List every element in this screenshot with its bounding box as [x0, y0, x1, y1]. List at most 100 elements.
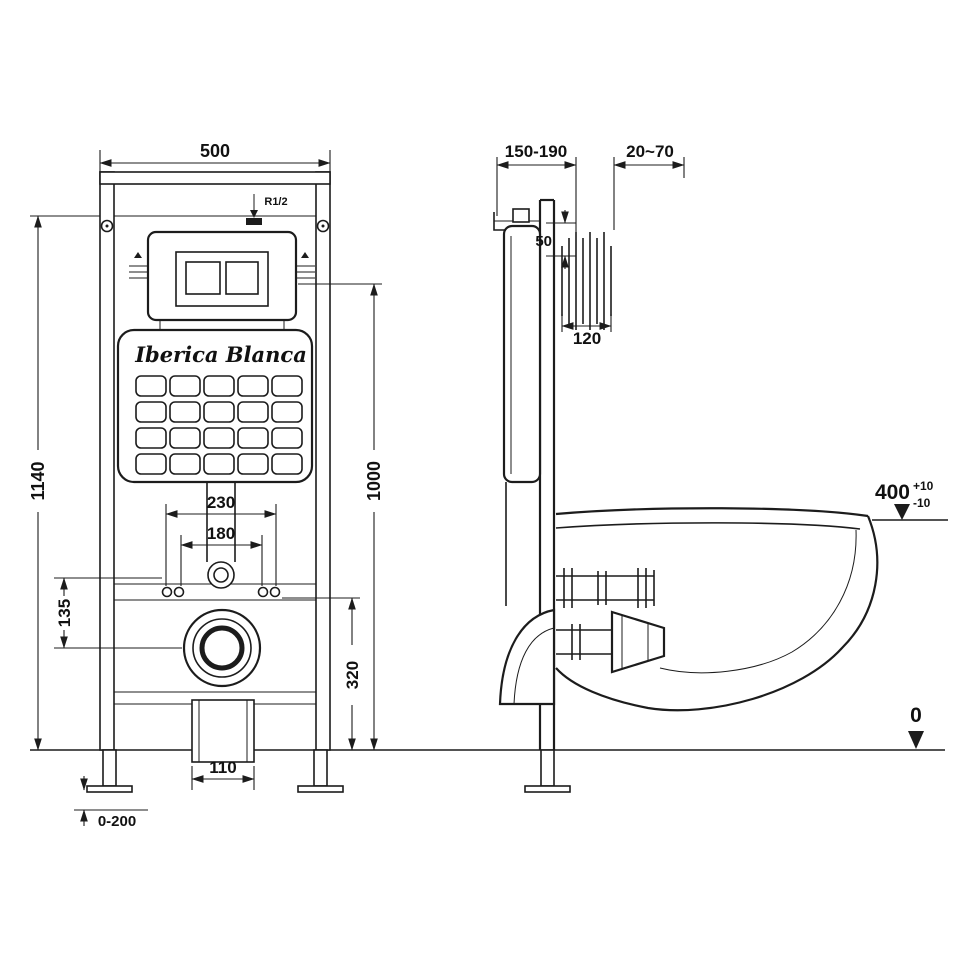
- dim-label-500: 500: [200, 141, 230, 161]
- frame-top-bar: [99, 171, 331, 185]
- dim-label-1000: 1000: [364, 461, 384, 501]
- dim-front-height-1140: 1140: [28, 215, 100, 751]
- dim-plate-120: 120: [561, 314, 612, 348]
- inlet-fitting: [246, 218, 262, 225]
- flush-button-small: [225, 261, 259, 295]
- brand-logo: Iberica Blanca: [134, 342, 307, 367]
- side-leg: [540, 749, 555, 787]
- frame-screw-left: [100, 219, 114, 233]
- dim-label-120: 120: [573, 329, 601, 348]
- frame-screw-left-dot: [105, 224, 109, 228]
- flush-plate-sleeve: [561, 232, 612, 330]
- tank-grid: [135, 375, 303, 475]
- dim-span-180: 180: [180, 524, 263, 586]
- drain-socket-inner: [199, 625, 245, 671]
- bowl-rim-top: [555, 507, 869, 518]
- inlet-label: R1/2: [264, 196, 287, 208]
- dim-label-320: 320: [343, 661, 362, 689]
- grid-cell: [169, 453, 201, 475]
- dim-label-1140: 1140: [28, 461, 48, 500]
- side-view-frame: [493, 198, 571, 793]
- grid-cell: [135, 401, 167, 423]
- dim-label-0: 0: [910, 704, 922, 727]
- fixing-bolt: [161, 586, 173, 598]
- bowl-outer-shell: [555, 515, 879, 712]
- grid-cell: [135, 453, 167, 475]
- dim-label-150-190: 150-190: [505, 142, 567, 161]
- drain-bend-inner: [513, 627, 555, 705]
- dim-depth-150-190: 150-190: [496, 142, 577, 232]
- grid-cell: [237, 453, 269, 475]
- frame-left-rail: [99, 171, 115, 751]
- dim-wall-gap-20-70: 20~70: [613, 142, 685, 230]
- grid-cell: [135, 427, 167, 449]
- cistern-side-profile: [502, 224, 542, 484]
- dim-outlet-110: 110: [191, 758, 255, 790]
- dim-label-0-200: 0-200: [98, 813, 136, 830]
- frame-right-foot-plate: [297, 785, 344, 793]
- cistern-tank: Iberica Blanca: [116, 328, 314, 484]
- inlet-connector-inner: [213, 567, 229, 583]
- grid-cell: [237, 375, 269, 397]
- bowl-rim-bottom: [555, 522, 861, 530]
- grid-cell: [169, 375, 201, 397]
- dim-label-180: 180: [207, 524, 235, 543]
- floor-level-marker: 0: [908, 704, 924, 749]
- dim-flush-height-1000: 1000: [298, 283, 384, 751]
- drain-socket-outer: [182, 608, 262, 688]
- dim-feet-range-0-200: 0-200: [74, 776, 148, 830]
- grid-cell: [237, 401, 269, 423]
- dim-label-400: 400: [875, 481, 910, 504]
- grid-cell: [203, 375, 235, 397]
- dim-label-230: 230: [207, 493, 235, 512]
- bowl-inner-curve: [659, 529, 857, 674]
- grid-cell: [271, 453, 303, 475]
- drain-bend: [498, 608, 556, 706]
- drain-cone: [610, 610, 666, 674]
- fixing-bolt: [269, 586, 281, 598]
- seat-height-marker: 400 +10 -10: [872, 479, 948, 521]
- frame-screw-right-dot: [321, 224, 325, 228]
- grid-cell: [203, 453, 235, 475]
- grid-cell: [169, 401, 201, 423]
- grid-cell: [203, 401, 235, 423]
- dim-label-50: 50: [535, 233, 552, 250]
- wall-bracket-bolt: [512, 208, 530, 223]
- grid-cell: [237, 427, 269, 449]
- seat-level-triangle: [894, 504, 910, 520]
- flush-plate-inner: [175, 251, 269, 307]
- flush-plate-assembly: [129, 230, 315, 332]
- dim-label-400-minus: -10: [913, 496, 931, 510]
- grid-cell: [271, 427, 303, 449]
- dim-offset-135: 135: [54, 577, 182, 649]
- dim-bracket-50: 50: [535, 210, 576, 269]
- flush-plate-outer: [146, 230, 298, 322]
- frame-screw-right: [316, 219, 330, 233]
- frame-right-leg: [313, 749, 328, 787]
- dim-label-400-plus: +10: [913, 479, 934, 493]
- grid-cell: [203, 427, 235, 449]
- front-pipework: [161, 482, 281, 763]
- toilet-bowl-profile: [555, 507, 879, 712]
- dim-front-width-500: 500: [99, 141, 331, 172]
- fixing-bolt: [173, 586, 185, 598]
- floor-level-triangle: [908, 731, 924, 749]
- water-inlet: R1/2: [246, 194, 288, 225]
- bowl-connection-pipes: [556, 568, 666, 674]
- level-mark-right: [297, 252, 315, 279]
- outlet-box: [191, 699, 255, 763]
- dim-drain-height-320: 320: [282, 597, 362, 751]
- grid-cell: [271, 401, 303, 423]
- side-foot-plate: [524, 785, 571, 793]
- frame-left-leg: [102, 749, 117, 787]
- grid-cell: [135, 375, 167, 397]
- dim-label-135: 135: [55, 599, 74, 627]
- grid-cell: [271, 375, 303, 397]
- fixing-bolt: [257, 586, 269, 598]
- level-mark-left: [129, 252, 147, 279]
- front-view-frame: [86, 171, 344, 793]
- dim-label-110: 110: [209, 758, 236, 777]
- inlet-connector-outer: [207, 561, 235, 589]
